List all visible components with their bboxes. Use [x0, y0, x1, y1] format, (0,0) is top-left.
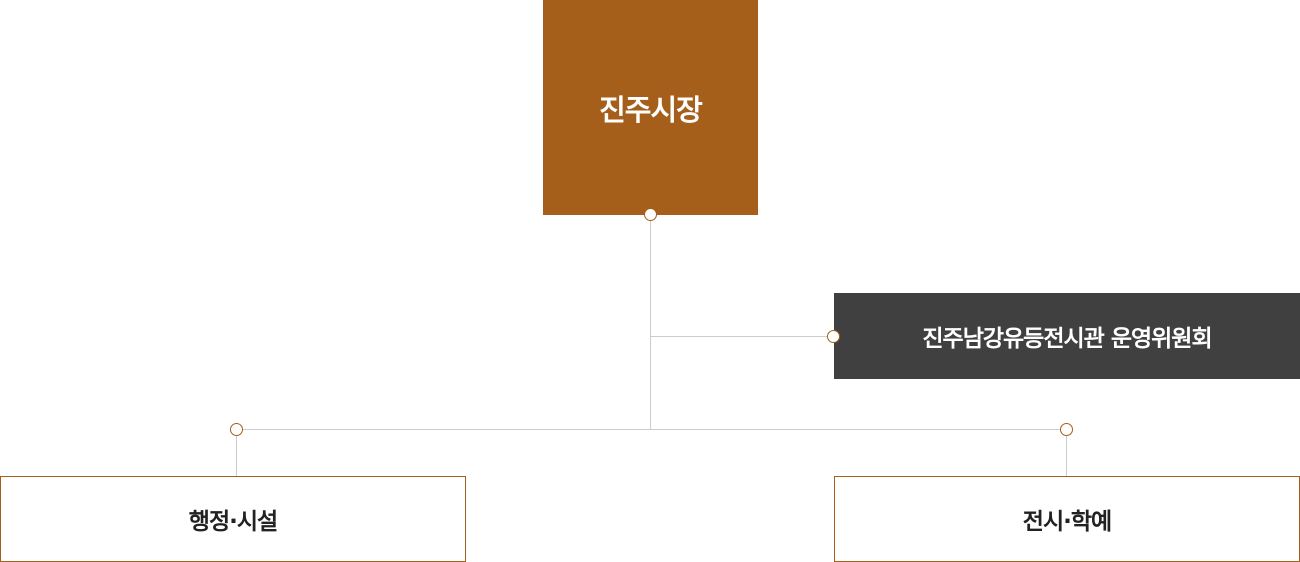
- org-node-mayor: 진주시장: [543, 0, 758, 215]
- connector-vertical-main: [650, 215, 651, 430]
- connector-to-committee: [650, 336, 834, 337]
- org-node-committee-label: 진주남강유등전시관 운영위원회: [922, 326, 1212, 352]
- connector-to-admin: [236, 430, 237, 476]
- connector-dot-committee: [827, 330, 840, 343]
- org-node-committee: 진주남강유등전시관 운영위원회: [834, 293, 1300, 379]
- connector-dot-mayor: [644, 208, 657, 221]
- connector-dot-exhibit: [1060, 423, 1073, 436]
- connector-to-exhibit: [1066, 430, 1067, 476]
- connector-horizontal-departments: [236, 429, 1066, 430]
- org-node-admin-facilities-label: 행정·시설: [188, 509, 278, 535]
- org-node-exhibition-curation-label: 전시·학예: [1022, 509, 1112, 535]
- connector-dot-admin: [230, 423, 243, 436]
- org-node-admin-facilities: 행정·시설: [0, 476, 466, 562]
- org-node-exhibition-curation: 전시·학예: [834, 476, 1300, 562]
- org-node-mayor-label: 진주시장: [599, 92, 703, 127]
